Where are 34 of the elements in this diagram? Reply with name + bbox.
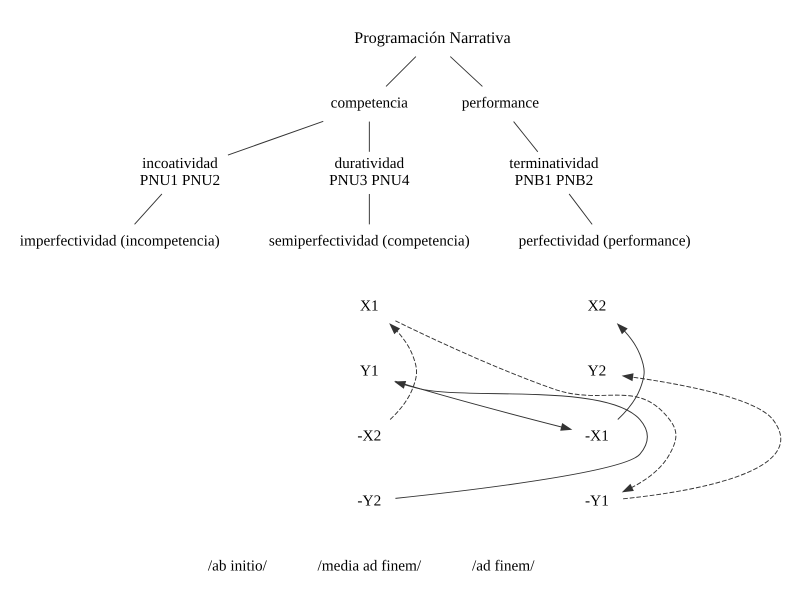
connector [368, 194, 370, 225]
arrow [394, 380, 572, 431]
node-text: -Y2 [357, 492, 382, 510]
connector [450, 56, 483, 87]
connector [368, 121, 370, 152]
arrow [394, 381, 648, 499]
connector [513, 121, 538, 152]
node-text: semiperfectividad (competencia) [268, 232, 470, 250]
arrow [622, 373, 781, 500]
arrow [389, 323, 418, 420]
node-text: perfectividad (performance) [518, 232, 691, 250]
node-text: competencia [330, 94, 408, 112]
arrow [616, 323, 645, 420]
node-text: terminatividad PNB1 PNB2 [509, 154, 599, 190]
arrow [394, 320, 676, 492]
node-text: X2 [588, 297, 606, 314]
node-text: X1 [360, 297, 379, 314]
connector [134, 194, 162, 225]
node-text: -Y1 [585, 492, 609, 510]
connector [227, 120, 324, 156]
node-text: Y2 [588, 362, 606, 380]
connector [568, 194, 593, 225]
connector [386, 56, 416, 87]
node-text: duratividad PNU3 PNU4 [329, 154, 410, 190]
node-text: -X2 [357, 428, 382, 445]
node-text: incoatividad PNU1 PNU2 [140, 154, 220, 190]
node-text: imperfectividad (incompetencia) [20, 232, 220, 250]
label: /media ad finem/ [318, 558, 422, 575]
label: /ab initio/ [208, 558, 267, 575]
node-text: performance [462, 94, 540, 112]
node-text: Programación Narrativa [354, 28, 511, 47]
label: /ad finem/ [472, 558, 534, 575]
node-text: Y1 [360, 362, 379, 380]
node-text: -X1 [585, 428, 609, 445]
